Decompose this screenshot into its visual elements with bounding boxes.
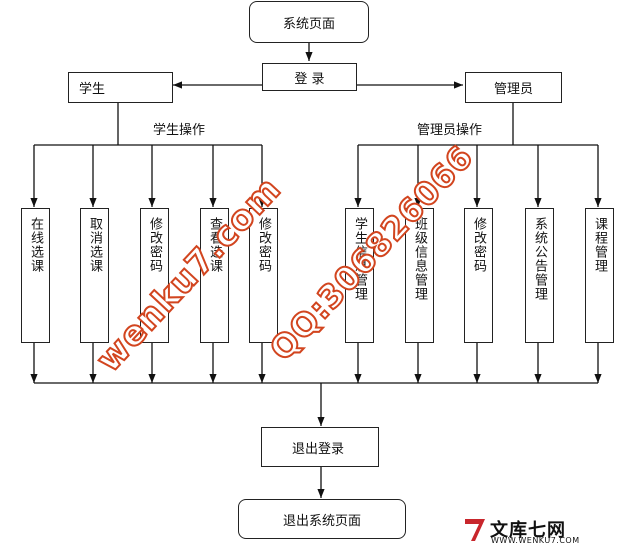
action-label: 取消选课 bbox=[87, 217, 102, 273]
system-page-label: 系统页面 bbox=[282, 16, 335, 32]
action-label: 查看选课 bbox=[207, 217, 222, 273]
action-student-change-password: 修改密码 bbox=[140, 208, 169, 343]
exit-system-page-node: 退出系统页面 bbox=[238, 499, 406, 539]
action-class-info-management: 班级信息管理 bbox=[405, 208, 434, 343]
exit-system-page-label: 退出系统页面 bbox=[282, 513, 361, 529]
action-cancel-course: 取消选课 bbox=[80, 208, 109, 343]
system-page-node: 系统页面 bbox=[249, 1, 369, 43]
student-label: 学生 bbox=[79, 82, 106, 97]
action-announcement-management: 系统公告管理 bbox=[525, 208, 554, 343]
action-student-info-management: 学生信息管理 bbox=[345, 208, 374, 343]
action-admin-change-password: 修改密码 bbox=[464, 208, 493, 343]
action-label: 修改密码 bbox=[147, 217, 162, 273]
logout-node: 退出登录 bbox=[261, 427, 379, 467]
action-label: 学生信息管理 bbox=[352, 217, 367, 301]
action-course-management: 课程管理 bbox=[585, 208, 614, 343]
admin-ops-label: 管理员操作 bbox=[417, 123, 483, 138]
action-label: 系统公告管理 bbox=[532, 217, 547, 301]
action-online-select-course: 在线选课 bbox=[21, 208, 50, 343]
logo-url-text: WWW.WENKU7.COM bbox=[491, 536, 580, 545]
action-label: 课程管理 bbox=[592, 217, 607, 273]
action-label: 班级信息管理 bbox=[412, 217, 427, 301]
login-label: 登 录 bbox=[294, 71, 325, 87]
logout-label: 退出登录 bbox=[292, 441, 345, 457]
student-ops-label: 学生操作 bbox=[153, 123, 206, 138]
action-label: 修改密码 bbox=[471, 217, 486, 273]
login-node: 登 录 bbox=[262, 63, 357, 91]
student-node: 学生 bbox=[68, 72, 173, 103]
action-label: 在线选课 bbox=[28, 217, 43, 273]
logo-seven-icon bbox=[465, 519, 485, 541]
logo-brand-text: 文库七网 bbox=[490, 520, 566, 541]
wenku7-logo: 文库七网 WWW.WENKU7.COM bbox=[463, 516, 613, 546]
action-view-selected-courses: 查看选课 bbox=[200, 208, 229, 343]
action-label: 修改密码 bbox=[256, 217, 271, 273]
action-student-change-password-2: 修改密码 bbox=[249, 208, 278, 343]
admin-node: 管理员 bbox=[465, 72, 562, 103]
admin-label: 管理员 bbox=[493, 82, 533, 97]
